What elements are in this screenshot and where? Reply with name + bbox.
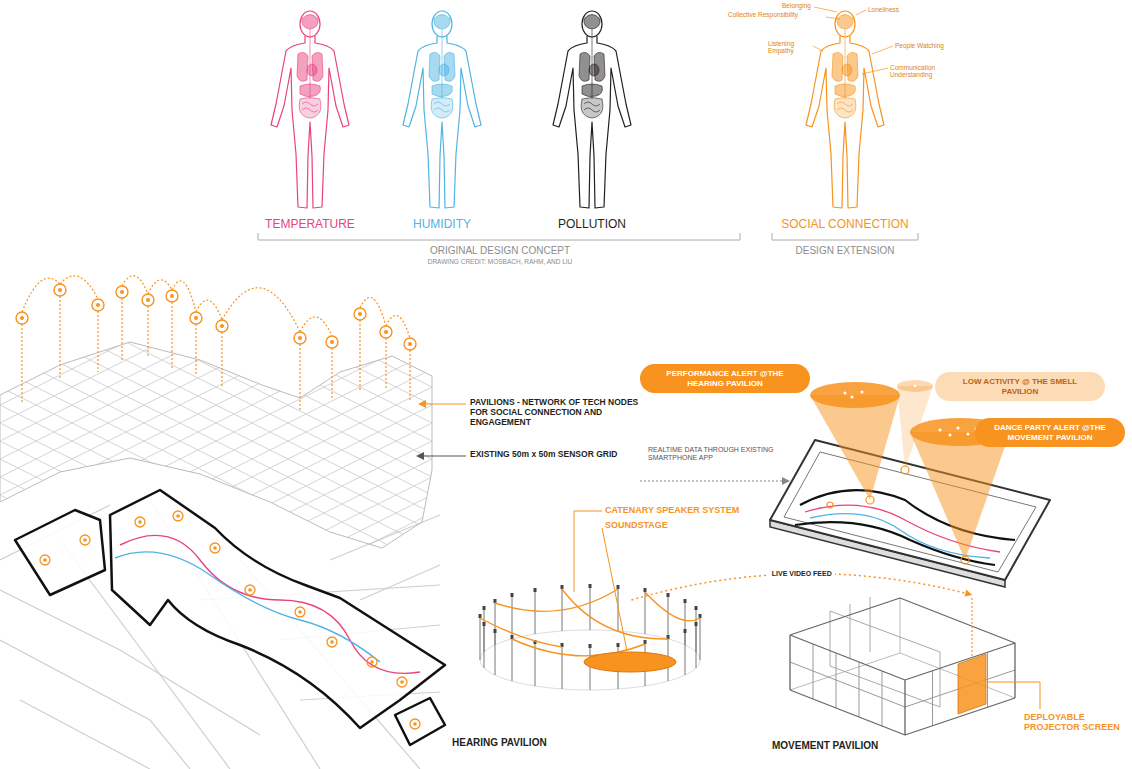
body-annotation: Collective Responsibility (728, 11, 823, 18)
frame-outline (790, 598, 1015, 735)
pavilion-arc (22, 276, 410, 338)
alert-text: PERFORMANCE ALERT @THE HEARING PAVILION (650, 369, 800, 388)
body-figure (403, 11, 481, 208)
callout-text: SOUNDSTAGE (605, 520, 705, 530)
leader-line (813, 7, 893, 74)
leader-line (574, 511, 602, 592)
pavilion-zone: HEARING PAVILION (440, 600, 730, 752)
leader-line (424, 403, 466, 404)
alert-pill: DANCE PARTY ALERT @THE MOVEMENT PAVILION (975, 418, 1125, 447)
concept-label: POLLUTION (537, 218, 647, 232)
bracket (258, 233, 918, 240)
frame-post (790, 644, 1015, 726)
concept-label: SOCIAL CONNECTION (770, 218, 920, 232)
callout-text: PAVILIONS - NETWORK OF TECH NODES FOR SO… (470, 398, 645, 427)
callout-text: DEPLOYABLE PROJECTOR SCREEN (1024, 712, 1128, 733)
pavilion-ring (16, 284, 416, 350)
data-arrow (640, 480, 783, 481)
pavilion-marker (40, 511, 420, 729)
body-annotation: Belonging (782, 2, 832, 9)
alert-beam (810, 395, 900, 500)
body-figure (271, 11, 349, 208)
pavilion-stem (22, 296, 410, 410)
edge-label: LIVE VIDEO FEED (769, 570, 835, 578)
leader-line (602, 528, 627, 651)
sensor-grid (0, 342, 432, 548)
alert-spot (810, 382, 900, 408)
alert-text: DANCE PARTY ALERT @THE MOVEMENT PAVILION (985, 423, 1115, 442)
arrow-head (782, 477, 790, 485)
speaker-pole (480, 588, 700, 690)
body-figure (806, 11, 884, 208)
arrow-head (965, 590, 973, 597)
pathway-line (115, 552, 380, 662)
pavilion-dot (43, 514, 417, 726)
data-note: REALTIME DATA THROUGH EXISTING SMARTPHON… (648, 446, 788, 462)
pavilion-name: HEARING PAVILION (452, 737, 547, 748)
alert-beam (910, 432, 1010, 560)
pavilion-zone: MOVEMENT PAVILION (760, 595, 1022, 755)
body-annotation: Communication Understanding (890, 64, 950, 79)
arrow-head (416, 452, 424, 460)
body-annotation: Listening Empathy (768, 40, 812, 55)
body-figure (553, 11, 631, 208)
bracket-caption: DESIGN EXTENSION (770, 245, 920, 257)
phone-screen (784, 452, 1036, 572)
leader-line (422, 455, 466, 456)
soundstage (584, 652, 676, 672)
projector-screen (958, 654, 986, 714)
frame-partition (830, 597, 940, 707)
body-annotation: Loneliness (868, 6, 918, 13)
concept-label: TEMPERATURE (240, 218, 380, 232)
leader-line (988, 682, 1040, 709)
arrow-head (418, 400, 426, 408)
concept-label: HUMIDITY (387, 218, 497, 232)
video-drop (971, 598, 972, 656)
callout-text: CATENARY SPEAKER SYSTEM (605, 505, 745, 515)
phone-body (770, 440, 1050, 580)
bracket-caption: ORIGINAL DESIGN CONCEPT (350, 245, 650, 257)
alert-spot (897, 380, 933, 392)
pavilion-name: MOVEMENT PAVILION (772, 740, 878, 751)
catenary-cable (480, 589, 700, 656)
alert-text: LOW ACTIVITY @ THE SMELL PAVILION (945, 377, 1095, 396)
callout-text: EXISTING 50m x 50m SENSOR GRID (470, 450, 635, 460)
alert-pill: PERFORMANCE ALERT @THE HEARING PAVILION (640, 364, 810, 393)
alert-pill: LOW ACTIVITY @ THE SMELL PAVILION (935, 372, 1105, 401)
body-annotation: People Watching (895, 42, 955, 49)
pavilion-dot (20, 288, 412, 346)
credit-note: DRAWING CREDIT: MOSBACH, RAHM, AND LIU (350, 258, 650, 265)
pathway-line (120, 535, 420, 673)
